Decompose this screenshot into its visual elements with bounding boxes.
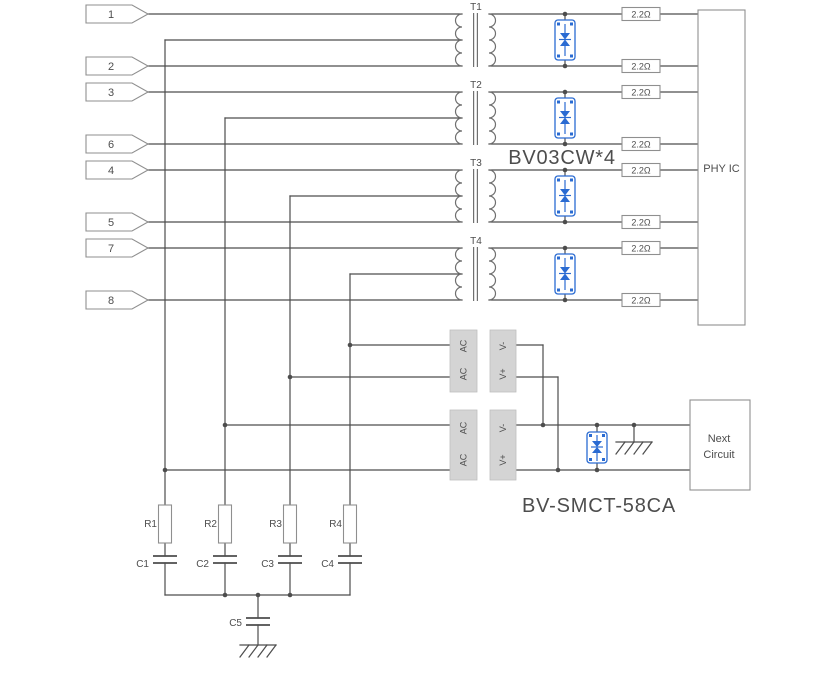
transformer-label: T2: [470, 80, 482, 91]
bridge-pin-label: AC: [459, 453, 469, 466]
capacitor-label: C5: [229, 618, 242, 629]
resistor-value: 2.2Ω: [631, 140, 651, 150]
bridge-rectifier-2: AC AC V- V+: [449, 409, 517, 481]
capacitor-label: C4: [321, 559, 334, 570]
pin-label: 7: [108, 243, 114, 255]
resistor-value: 2.2Ω: [631, 244, 651, 254]
pin-label: 5: [108, 217, 114, 229]
resistor-value: 2.2Ω: [631, 88, 651, 98]
bridge-pin-label: AC: [459, 421, 469, 434]
transformer-label: T3: [470, 158, 482, 169]
tvs-arrays: BV03CW*4: [508, 11, 616, 303]
bridge-rectifier-1: AC AC V- V+: [449, 329, 517, 393]
bridge-pin-label: V-: [498, 342, 508, 351]
resistor-value: 2.2Ω: [631, 10, 651, 20]
series-resistors: 2.2Ω 2.2Ω 2.2Ω 2.2Ω 2.2Ω 2.2Ω 2.2Ω 2.2Ω: [621, 6, 661, 308]
phy-ic-block: PHY IC: [697, 9, 746, 326]
input-pins: 1 2 3 6 4 5 7 8: [85, 4, 149, 310]
resistor-value: 2.2Ω: [631, 166, 651, 176]
bridge-part-label: BV-SMCT-58CA: [522, 495, 676, 517]
resistor-label: R3: [269, 519, 282, 530]
capacitor-label: C2: [196, 559, 209, 570]
resistor-label: R4: [329, 519, 342, 530]
c5-ground-branch: C5: [229, 617, 277, 658]
bridge-pin-label: AC: [459, 367, 469, 380]
capacitor-label: C3: [261, 559, 274, 570]
junction-dots: [162, 342, 637, 598]
tvs-diode-array: [554, 89, 576, 147]
pin-label: 2: [108, 61, 114, 73]
capacitor-label: C1: [136, 559, 149, 570]
resistor: [157, 504, 173, 544]
termination-capacitors: C1 C2 C3 C4: [136, 555, 363, 570]
phy-ic-label: PHY IC: [703, 163, 740, 175]
bridge-pin-label: V+: [498, 368, 508, 379]
tvs-diode-array: [554, 167, 576, 225]
bridge-pin-label: V+: [498, 454, 508, 465]
bridge-pin-label: V-: [498, 424, 508, 433]
pin-label: 8: [108, 295, 114, 307]
pin-label: 4: [108, 165, 114, 177]
pin-label: 1: [108, 9, 114, 21]
wires: [147, 13, 699, 646]
bridge-pin-label: AC: [459, 339, 469, 352]
resistor-label: R1: [144, 519, 157, 530]
next-circuit-block: Next Circuit: [689, 399, 751, 491]
resistor: [342, 504, 358, 544]
resistor-value: 2.2Ω: [631, 218, 651, 228]
resistor-value: 2.2Ω: [631, 62, 651, 72]
next-circuit-label: Next: [708, 433, 731, 445]
transformers: T1 T2 T3 T4: [454, 2, 497, 302]
transformer-label: T1: [470, 2, 482, 13]
pin-label: 6: [108, 139, 114, 151]
resistor: [217, 504, 233, 544]
resistor: [282, 504, 298, 544]
tvs-diode-array: [554, 245, 576, 303]
tvs-part-label: BV03CW*4: [508, 147, 616, 169]
resistor-value: 2.2Ω: [631, 296, 651, 306]
termination-resistors: R1 R2 R3 R4: [144, 504, 358, 544]
next-circuit-label: Circuit: [703, 449, 734, 461]
resistor-label: R2: [204, 519, 217, 530]
transformer-label: T4: [470, 236, 482, 247]
tvs-diode-array: [554, 11, 576, 69]
pin-label: 3: [108, 87, 114, 99]
output-tvs: [586, 431, 608, 464]
